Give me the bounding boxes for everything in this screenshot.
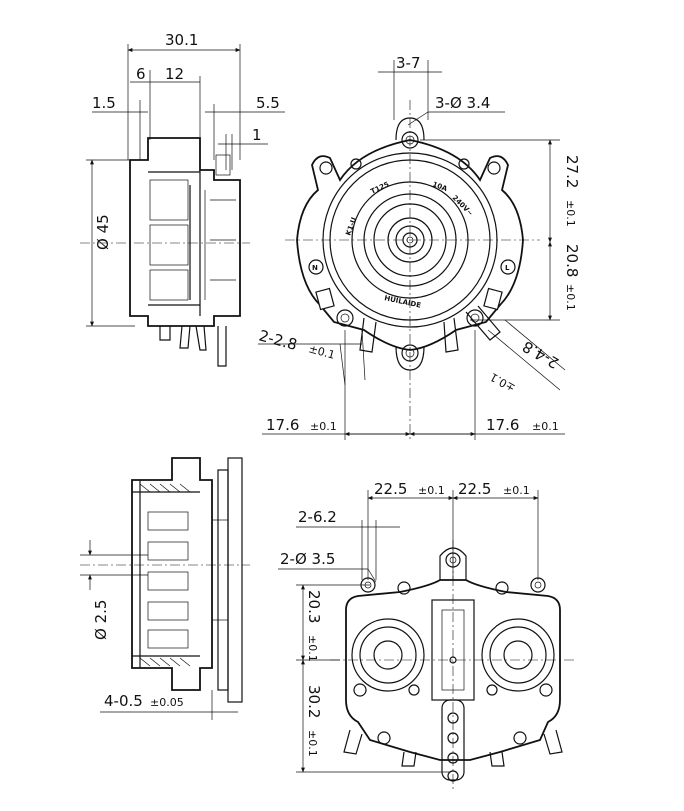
dim-1: 1 [252,126,262,144]
side-view-bottom: Ø 2.5 4-0.5 ±0.05 [80,457,250,720]
dim-3-7: 3-7 [396,54,421,72]
dim-overall-width: 30.1 [165,31,198,49]
dim-2-6-2: 2-6.2 [298,508,337,526]
dim-12: 12 [165,65,184,83]
side-view-top: 30.1 6 12 1.5 5.5 1 Ø 45 [80,31,285,367]
dim-17-6-right-tol: ±0.1 [532,420,559,433]
dim-17-6-left: 17.6 [266,416,299,434]
dim-diameter-45: Ø 45 [94,214,112,250]
dim-2-2-8: 2-2.8 [257,326,299,353]
dim-2-holes: 2-Ø 3.5 [280,550,335,568]
dim-4-0-5-tol: ±0.05 [150,696,184,709]
dim-4-0-5: 4-0.5 [104,692,143,710]
label-l: L [505,264,510,272]
dim-20-8: 20.8 [563,244,581,277]
dim-22-5-left-tol: ±0.1 [418,484,445,497]
dim-30-2-tol: ±0.1 [306,730,319,757]
dim-20-3-tol: ±0.1 [306,635,319,662]
label-t125: T125 [369,180,390,195]
dim-3-holes: 3-Ø 3.4 [435,94,490,112]
label-n: N [312,264,318,272]
rear-view-bottom: 22.5 ±0.1 22.5 ±0.1 2-6.2 2-Ø 3.5 20.3 ±… [278,480,575,790]
dim-20-8-tol: ±0.1 [564,284,577,311]
dim-2-2-8-tol: ±0.1 [307,342,336,361]
front-view-top: 3-7 3-Ø 3.4 27.2 ±0.1 20.8 ±0.1 [257,54,581,440]
dim-27-2: 27.2 [563,155,581,188]
dim-17-6-left-tol: ±0.1 [310,420,337,433]
dim-1-5: 1.5 [92,94,116,112]
label-brand: HUILAIDE [384,294,422,310]
dim-17-6-right: 17.6 [486,416,519,434]
dim-20-3: 20.3 [305,590,323,623]
dim-30-2: 30.2 [305,685,323,718]
label-10a: 10A [431,180,449,193]
dim-22-5-left: 22.5 [374,480,407,498]
dim-6: 6 [136,65,146,83]
dim-5-5: 5.5 [256,94,280,112]
dim-22-5-right-tol: ±0.1 [503,484,530,497]
dim-2-4-8-tol: ±0.1 [488,370,518,395]
dim-2-4-8: 2-4.8 [519,337,562,372]
dim-22-5-right: 22.5 [458,480,491,498]
dim-27-2-tol: ±0.1 [564,200,577,227]
label-model: K1-U [344,216,358,237]
dim-pin-diameter: Ø 2.5 [92,600,110,640]
